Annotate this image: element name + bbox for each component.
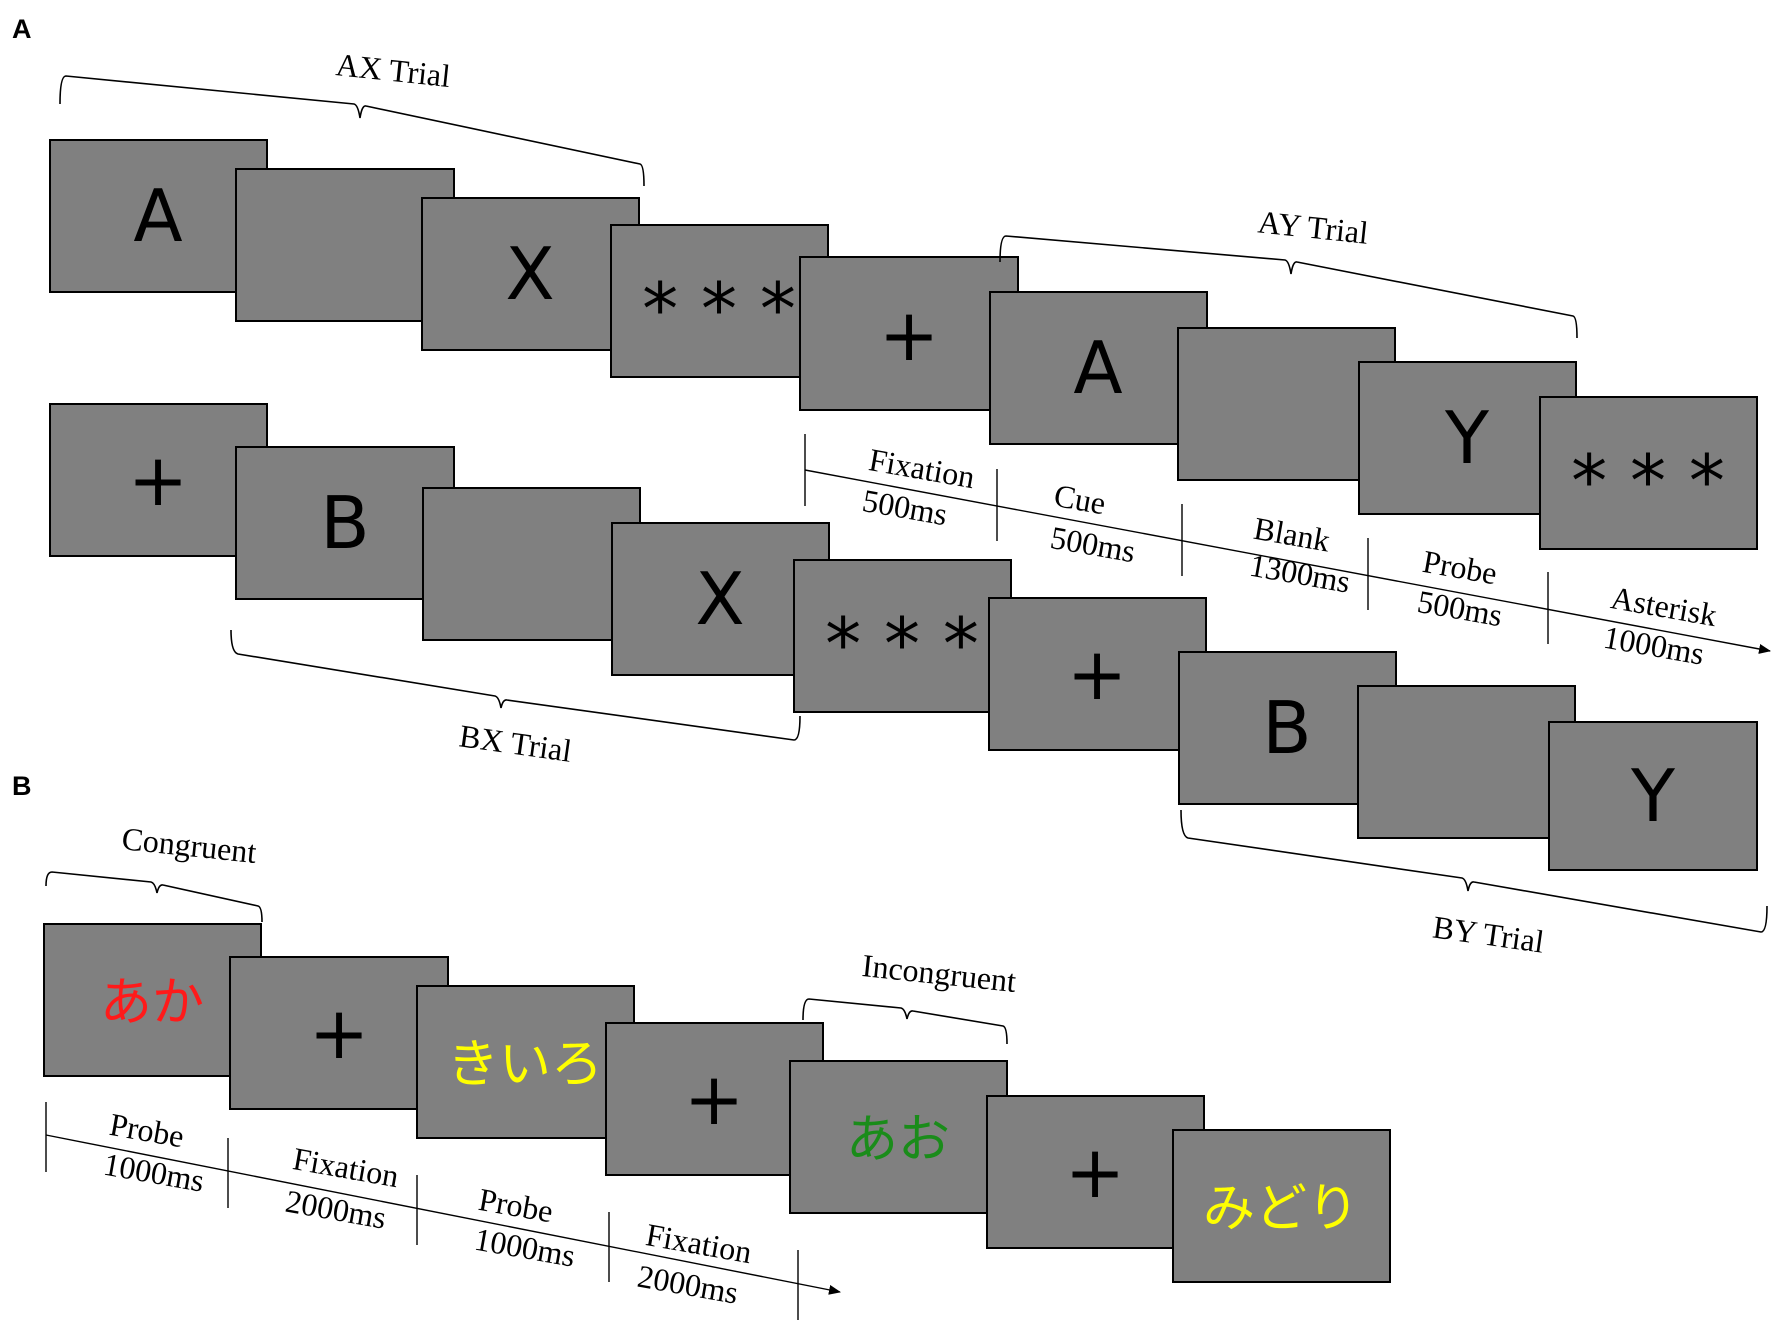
sequence-2: + B X * * * + B	[49, 403, 1758, 871]
stimulus-text: X	[505, 232, 554, 316]
frame-a2-1: +	[49, 403, 268, 557]
stimulus-word: +	[1065, 1130, 1125, 1214]
trial-label-by: BY Trial	[1431, 909, 1547, 960]
timeline-event-duration: 1300ms	[1247, 547, 1353, 600]
label-incongruent: Incongruent	[860, 947, 1018, 999]
frame-a1-9: * * *	[1539, 396, 1758, 550]
stimulus-text: X	[695, 557, 744, 641]
label-congruent: Congruent	[120, 820, 258, 870]
frame-a2-2: B	[235, 446, 455, 600]
stimulus-text: B	[1262, 686, 1311, 770]
frame-a2-9: Y	[1548, 721, 1758, 871]
frame-a2-8	[1357, 685, 1576, 839]
sequence-1: A X * * * + A Y	[49, 139, 1758, 550]
sequence-b: あか + きいろ + あお + みどり	[43, 923, 1391, 1283]
frame-b-3: きいろ	[416, 985, 635, 1139]
timeline-event-name: Cue	[1051, 477, 1108, 521]
frame-b-1: あか	[43, 923, 262, 1077]
stimulus-word: みどり	[1203, 1179, 1359, 1239]
stimulus-text: * * *	[825, 602, 979, 686]
trial-label-ax: AX Trial	[334, 46, 452, 94]
trial-label-bx: BX Trial	[457, 717, 574, 768]
stimulus-text: Y	[1444, 396, 1490, 480]
stimulus-text: +	[1067, 632, 1127, 716]
frame-a1-6: A	[989, 291, 1208, 445]
timeline-event-duration: 1000ms	[472, 1221, 578, 1274]
frame-b-5: あお	[789, 1060, 1008, 1214]
timeline-event-duration: 500ms	[860, 482, 950, 532]
frame-a2-6: +	[988, 597, 1207, 751]
frame-b-2: +	[229, 956, 449, 1110]
stimulus-word: +	[684, 1057, 744, 1141]
trial-label-ay: AY Trial	[1256, 203, 1370, 250]
stimulus-word: あお	[846, 1110, 950, 1170]
panel-label-a: A	[12, 14, 32, 44]
frame-a2-5: * * *	[793, 559, 1012, 713]
timeline-event-duration: 500ms	[1048, 519, 1138, 569]
stimulus-text: +	[128, 438, 188, 522]
stimulus-text: * * *	[642, 267, 796, 351]
stimulus-word: あか	[100, 973, 204, 1033]
stimulus-text: * * *	[1571, 439, 1725, 523]
panel-label-b: B	[12, 771, 32, 801]
timeline-event-duration: 2000ms	[283, 1183, 389, 1236]
timeline-a: Fixation 500ms Cue 500ms Blank 1300ms Pr…	[804, 434, 1771, 672]
stimulus-text: A	[1073, 326, 1122, 410]
frame-a2-4: X	[611, 522, 830, 676]
stimulus-text: B	[320, 481, 369, 565]
frame-a2-3	[422, 487, 641, 641]
frame-a1-1: A	[49, 139, 268, 293]
timeline-axis	[804, 469, 1771, 654]
frame-a1-5: +	[799, 256, 1019, 411]
frame-a1-3: X	[421, 197, 640, 351]
stimulus-text: +	[879, 293, 939, 377]
brace-incongruent: Incongruent	[802, 947, 1018, 1045]
frame-a1-4: * * *	[610, 224, 829, 378]
brace-congruent: Congruent	[45, 820, 263, 923]
frame-b-7: みどり	[1172, 1129, 1391, 1283]
stimulus-word: きいろ	[447, 1035, 603, 1095]
stimulus-text: A	[133, 174, 182, 258]
frame-b-6: +	[986, 1095, 1205, 1249]
stimulus-word: +	[309, 991, 369, 1075]
frame-a1-2	[235, 168, 455, 322]
stimulus-text: Y	[1630, 754, 1676, 838]
timeline-axis	[45, 1134, 841, 1295]
timeline-event-duration: 1000ms	[101, 1146, 207, 1199]
